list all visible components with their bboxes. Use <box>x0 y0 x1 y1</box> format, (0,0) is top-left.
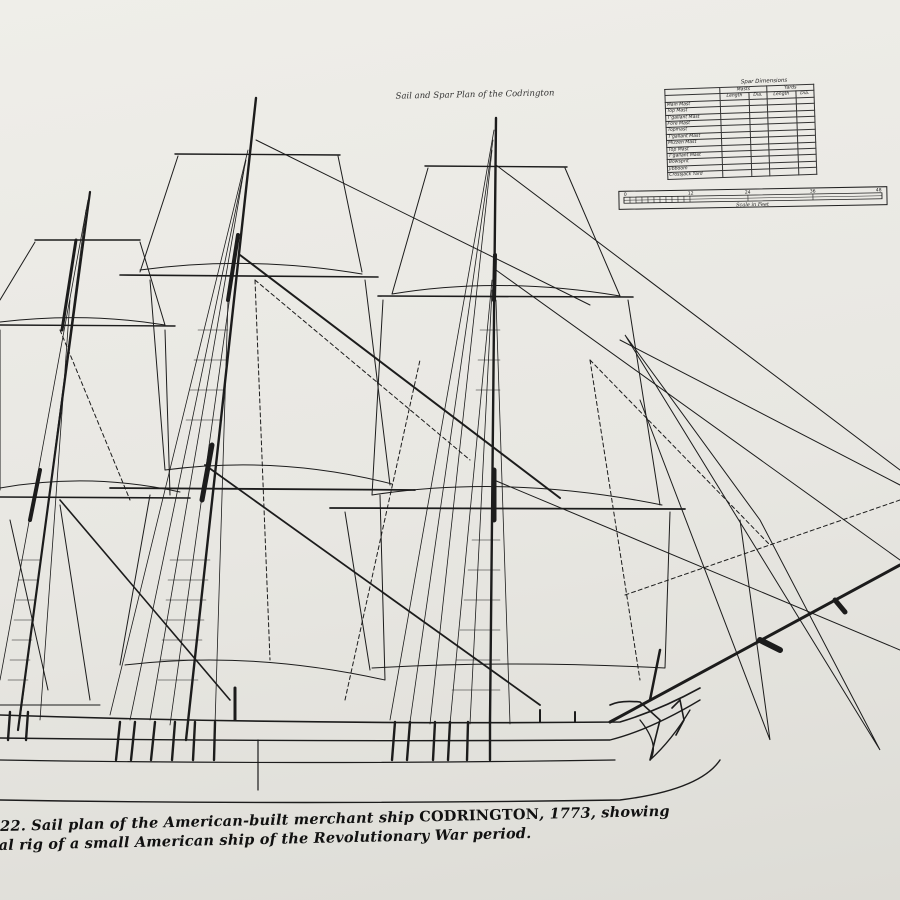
spar-dimensions-table: Spar Dimensions Masts Yards Length Dia. … <box>664 76 827 180</box>
hull <box>0 648 721 804</box>
scale-tick-label: 36 <box>810 188 816 194</box>
scale-bar: 0 12 24 36 48 Scale in Feet <box>618 186 890 215</box>
scale-tick-label: 0 <box>624 192 627 198</box>
table-cell <box>769 168 799 176</box>
mizzen-mast <box>0 190 191 732</box>
scale-label: Scale in Feet <box>736 202 770 209</box>
spar-table-grid: Masts Yards Length Dia. Length Dia. Main… <box>664 84 817 180</box>
stays-and-headsails <box>59 139 900 751</box>
caption-ship-name: CODRINGTON <box>419 805 540 826</box>
rigging-lines <box>0 129 511 726</box>
table-cell <box>751 169 770 177</box>
scale-tick-label: 12 <box>688 191 694 197</box>
main-mast <box>109 96 416 742</box>
scale-bar-graphic: 0 12 24 36 48 Scale in Feet <box>618 186 888 210</box>
caption-suffix: , 1773, showing <box>538 802 670 823</box>
table-cell <box>798 167 817 175</box>
scale-tick-label: 48 <box>876 187 882 193</box>
scale-tick-label: 24 <box>745 190 751 196</box>
table-cell <box>722 169 752 178</box>
fore-mast <box>329 116 686 724</box>
ratlines <box>7 329 501 691</box>
spar-name: Crossjack Yard <box>667 170 723 180</box>
